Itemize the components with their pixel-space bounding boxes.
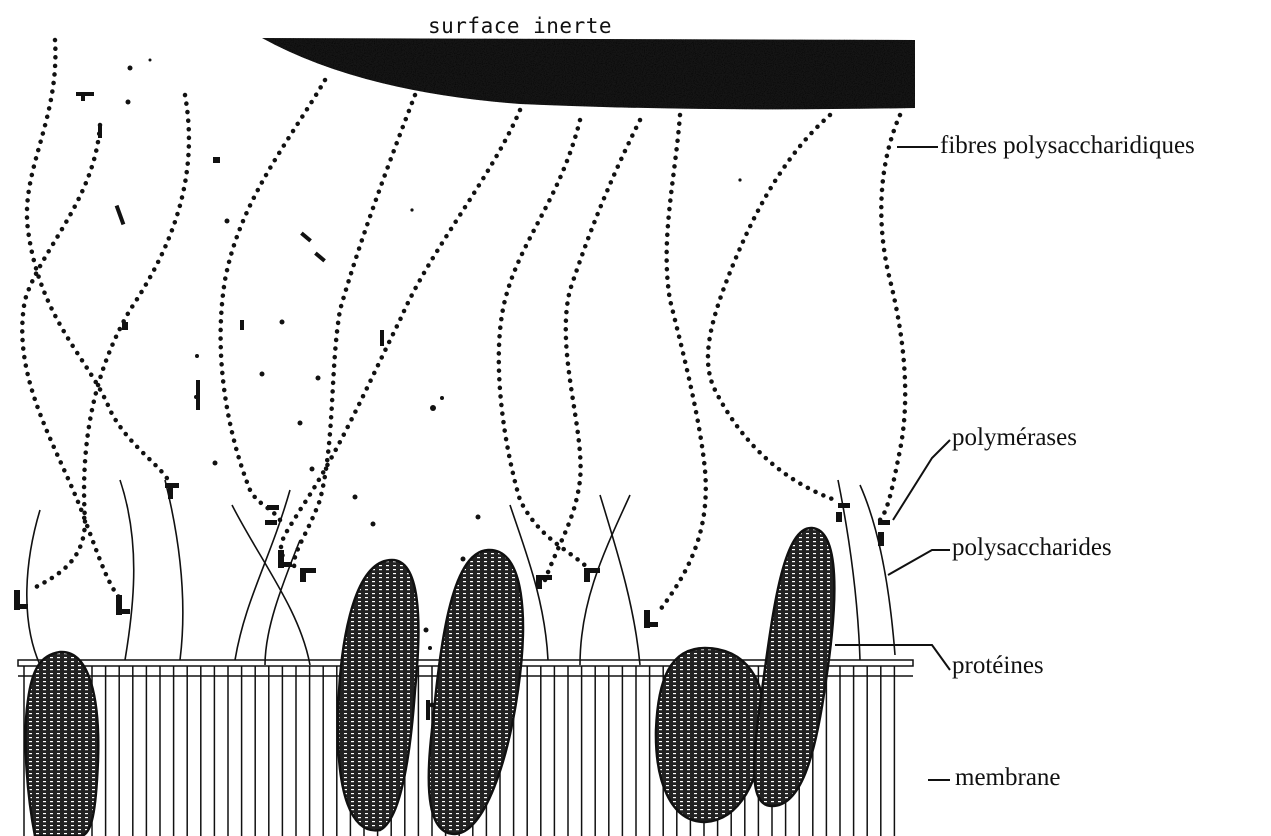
label-proteines: protéines	[952, 652, 1044, 680]
label-membrane: membrane	[955, 764, 1061, 792]
inert-surface	[262, 38, 915, 109]
leader-lines	[835, 147, 950, 780]
polysaccharide-fibres	[22, 40, 905, 610]
label-fibres: fibres polysaccharidiques	[940, 132, 1195, 160]
diagram-title: surface inerte	[428, 14, 612, 38]
label-polymerases: polymérases	[952, 424, 1077, 452]
label-polysaccharides: polysaccharides	[952, 534, 1112, 562]
